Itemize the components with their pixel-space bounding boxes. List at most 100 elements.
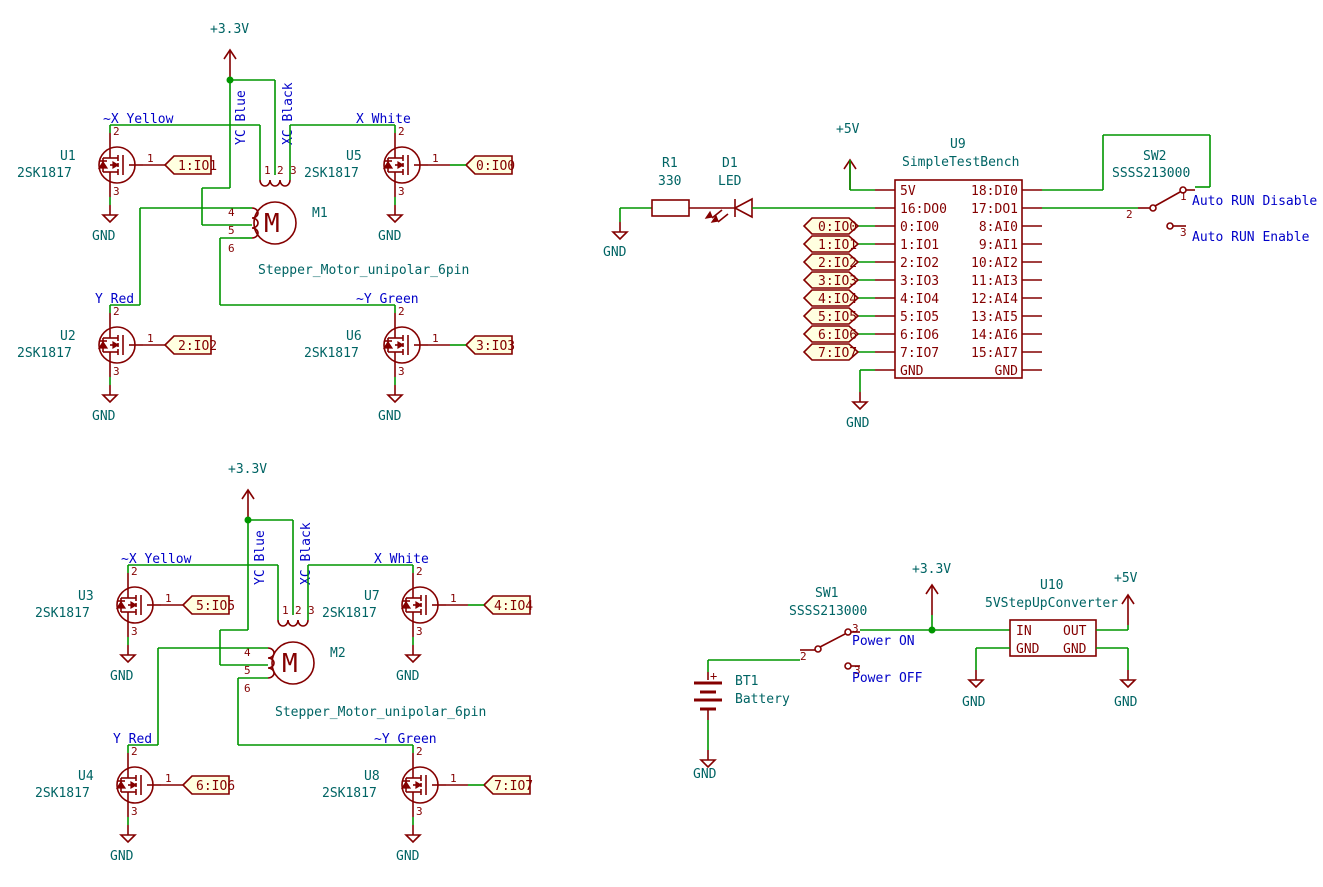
converter-ref: U10 xyxy=(1040,578,1063,593)
gnd-label: GND xyxy=(396,669,420,684)
mosfet-u1: 1 2 3 xyxy=(98,125,166,198)
mosfet-value-u5: 2SK1817 xyxy=(304,166,359,181)
testbench-ref: U9 xyxy=(950,137,966,152)
u9-left-pin-label: 1:IO1 xyxy=(900,238,939,253)
net-power-off: Power OFF xyxy=(852,671,923,686)
net-yc-blue-bottom: YC Blue xyxy=(253,530,268,585)
gnd-label: GND xyxy=(378,409,402,424)
u9-left-pin-label: 3:IO3 xyxy=(900,274,939,289)
mosfet-ref-u4: U4 xyxy=(78,769,94,784)
pin-num: 1 xyxy=(147,152,154,165)
mosfet-u2: 1 2 3 xyxy=(98,305,166,378)
mosfet-value-u8: 2SK1817 xyxy=(322,786,377,801)
mosfet-u3: 1 2 3 xyxy=(116,565,184,638)
net-ny-green-bottom: ~Y Green xyxy=(374,732,437,747)
u9-right-pin-label: 9:AI1 xyxy=(979,238,1018,253)
mosfet-u6: 1 2 3 xyxy=(383,305,451,378)
u9-left-pin-label: GND xyxy=(900,364,924,379)
mosfet-ref-u1: U1 xyxy=(60,149,76,164)
net-xc-black-top: XC Black xyxy=(281,82,296,145)
u9-io-port: 1:IO1 xyxy=(818,238,857,253)
u9-right-pin-label: 13:AI5 xyxy=(971,310,1018,325)
resistor-r1 xyxy=(651,199,690,217)
gnd-label: GND xyxy=(603,245,627,260)
pin-num: 2 xyxy=(113,125,120,138)
mosfet-value-u2: 2SK1817 xyxy=(17,346,72,361)
u9-io-port: 6:IO6 xyxy=(818,328,857,343)
pin-num: 6 xyxy=(244,682,251,695)
port-u6: 3:IO3 xyxy=(476,339,515,354)
gnd-label: GND xyxy=(92,409,116,424)
resistor-value: 330 xyxy=(658,174,681,189)
power-label-33v-3: +3.3V xyxy=(912,562,951,577)
mosfet-value-u3: 2SK1817 xyxy=(35,606,90,621)
pin-num: 2 xyxy=(113,305,120,318)
net-power-on: Power ON xyxy=(852,634,915,649)
switch-sw1-value: SSSS213000 xyxy=(789,604,867,619)
pin-num: 2 xyxy=(416,565,423,578)
u9-right-pin-label: 11:AI3 xyxy=(971,274,1018,289)
port-u1: 1:IO1 xyxy=(178,159,217,174)
converter-u10 xyxy=(1009,619,1097,657)
motor-ref-m1: M1 xyxy=(312,206,328,221)
led-d1 xyxy=(704,197,753,223)
u9-right-pin-label: 17:DO1 xyxy=(971,202,1018,217)
mosfet-ref-u3: U3 xyxy=(78,589,94,604)
switch-sw1: 2 3 3 xyxy=(800,622,861,677)
u9-left-pin-label: 16:DO0 xyxy=(900,202,947,217)
gnd-label: GND xyxy=(110,669,134,684)
pin-num: 3 xyxy=(398,185,405,198)
u9-io-port: 7:IO7 xyxy=(818,346,857,361)
net-auto-run-enable: Auto RUN Enable xyxy=(1192,230,1310,245)
pin-num: 2 xyxy=(800,650,807,663)
power-label-33v: +3.3V xyxy=(210,22,249,37)
u9-right-pin-label: GND xyxy=(995,364,1019,379)
u9-right-pin-label: 14:AI6 xyxy=(971,328,1018,343)
pin-num: 3 xyxy=(131,625,138,638)
motor-value-m1: Stepper_Motor_unipolar_6pin xyxy=(258,263,469,278)
port-u4: 6:IO6 xyxy=(196,779,235,794)
pin-num: 3 xyxy=(852,622,859,635)
testbench-value: SimpleTestBench xyxy=(902,155,1019,170)
net-y-red-top: Y Red xyxy=(95,292,134,307)
pin-num: 3 xyxy=(113,185,120,198)
gnd-label: GND xyxy=(110,849,134,864)
net-x-white-bottom: X White xyxy=(374,552,429,567)
net-yc-blue-top: YC Blue xyxy=(234,90,249,145)
pin-num: 1 xyxy=(1180,190,1187,203)
u9-io-port: 3:IO3 xyxy=(818,274,857,289)
pin-num: 2 xyxy=(398,125,405,138)
pin-num: 2 xyxy=(277,164,284,177)
svg-text:+: + xyxy=(710,669,717,683)
pin-num: 4 xyxy=(228,206,235,219)
mosfet-value-u4: 2SK1817 xyxy=(35,786,90,801)
net-nx-yellow-bottom: ~X Yellow xyxy=(121,552,192,567)
gnd-label: GND xyxy=(396,849,420,864)
net-nx-yellow-top: ~X Yellow xyxy=(103,112,174,127)
pin-num: 1 xyxy=(264,164,271,177)
mosfet-ref-u6: U6 xyxy=(346,329,362,344)
pin-num: 4 xyxy=(244,646,251,659)
pin-num: 1 xyxy=(165,772,172,785)
gnd-label: GND xyxy=(846,416,870,431)
pin-num: 1 xyxy=(432,332,439,345)
mosfet-ref-u2: U2 xyxy=(60,329,76,344)
pin-num: 2 xyxy=(1126,208,1133,221)
pin-num: 3 xyxy=(416,805,423,818)
gnd-label: GND xyxy=(1114,695,1138,710)
port-u7: 4:IO4 xyxy=(494,599,533,614)
u9-left-pin-label: 5:IO5 xyxy=(900,310,939,325)
gnd-label: GND xyxy=(962,695,986,710)
battery-ref: BT1 xyxy=(735,674,758,689)
pin-num: 5 xyxy=(228,224,235,237)
u9-left-pin-label: 4:IO4 xyxy=(900,292,939,307)
mosfet-ref-u5: U5 xyxy=(346,149,362,164)
u9-right-pin-label: 18:DI0 xyxy=(971,184,1018,199)
pin-num: 1 xyxy=(450,592,457,605)
motor-value-m2: Stepper_Motor_unipolar_6pin xyxy=(275,705,486,720)
power-label-33v-2: +3.3V xyxy=(228,462,267,477)
u9-io-port: 5:IO5 xyxy=(818,310,857,325)
motor-glyph-m2: M xyxy=(282,649,298,679)
motor-block-bottom: +3.3V YC Blue XC Black M M2 Stepper_Moto… xyxy=(35,462,533,864)
pin-num: 2 xyxy=(131,565,138,578)
